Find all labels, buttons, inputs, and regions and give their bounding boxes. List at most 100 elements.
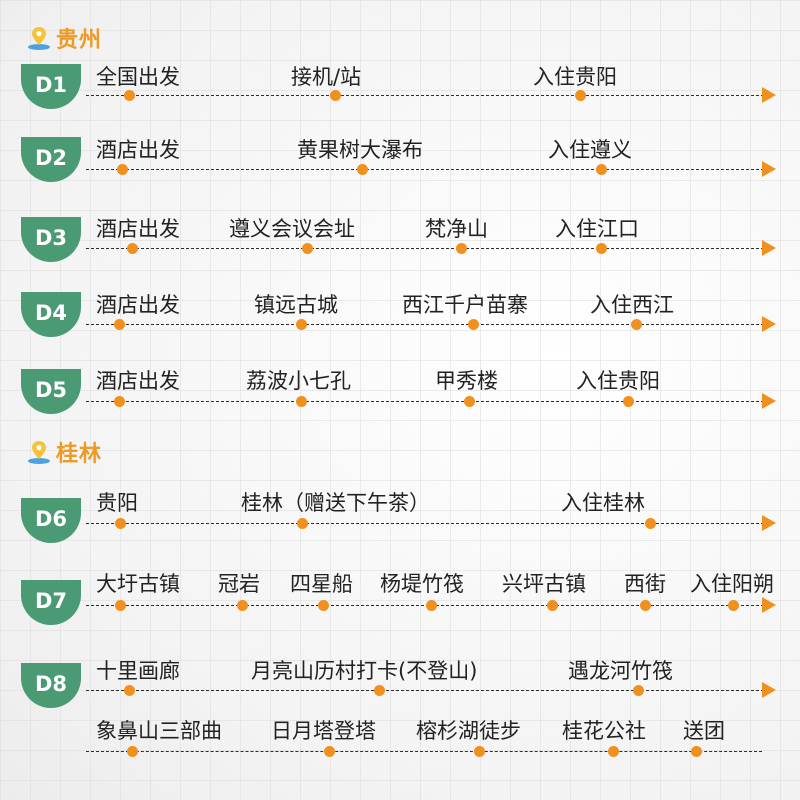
stop-label: 入住贵阳 (576, 369, 660, 393)
stop-dot (596, 164, 607, 175)
day-badge: D8 (21, 663, 81, 708)
stop-dot (623, 396, 634, 407)
dashed-route-line (86, 248, 764, 250)
region-label: 桂林 (56, 442, 103, 467)
stop-dot (728, 600, 739, 611)
dashed-route-line (86, 751, 762, 753)
stop-dot (631, 319, 642, 330)
stop-dot (114, 319, 125, 330)
stop-dot (237, 600, 248, 611)
stop-label: 十里画廊 (96, 659, 180, 683)
stop-dot (374, 685, 385, 696)
stop-dot (330, 90, 341, 101)
stop-dot (115, 600, 126, 611)
stop-dot (296, 319, 307, 330)
stop-dot (691, 746, 702, 757)
location-pin-icon (26, 25, 52, 51)
day-badge: D5 (21, 369, 81, 414)
region-header-guizhou: 贵州 (26, 22, 102, 54)
stop-dot (464, 396, 475, 407)
stop-label: 西街 (624, 572, 666, 596)
arrow-right-icon (762, 393, 776, 409)
stop-label: 酒店出发 (96, 293, 180, 317)
stop-dot (124, 90, 135, 101)
day-badge: D2 (21, 137, 81, 182)
stop-label: 送团 (683, 719, 725, 743)
dashed-route-line (86, 95, 764, 97)
arrow-right-icon (762, 597, 776, 613)
stop-dot (115, 518, 126, 529)
stop-dot (596, 243, 607, 254)
stop-label: 冠岩 (218, 572, 260, 596)
stop-dot (117, 164, 128, 175)
day-badge: D6 (21, 498, 81, 543)
region-header-guilin: 桂林 (26, 436, 102, 468)
stop-dot (575, 90, 586, 101)
stop-dot (114, 396, 125, 407)
stop-label: 遵义会议会址 (229, 217, 355, 241)
stop-label: 兴坪古镇 (502, 572, 586, 596)
stop-label: 桂花公社 (562, 719, 646, 743)
stop-dot (302, 243, 313, 254)
dashed-route-line (86, 690, 764, 692)
stop-dot (474, 746, 485, 757)
stop-dot (324, 746, 335, 757)
arrow-right-icon (762, 161, 776, 177)
stop-label: 四星船 (290, 572, 353, 596)
stop-label: 象鼻山三部曲 (96, 719, 222, 743)
stop-label: 接机/站 (291, 65, 362, 89)
stop-dot (456, 243, 467, 254)
stop-label: 入住遵义 (548, 138, 632, 162)
dashed-route-line (86, 169, 764, 171)
dashed-route-line (86, 605, 764, 607)
stop-label: 入住江口 (555, 217, 639, 241)
stop-dot (608, 746, 619, 757)
stop-dot (124, 685, 135, 696)
stop-label: 黄果树大瀑布 (297, 138, 423, 162)
stop-dot (357, 164, 368, 175)
stop-label: 入住西江 (590, 293, 674, 317)
dashed-route-line (86, 523, 764, 525)
day-badge: D7 (21, 580, 81, 625)
location-pin-icon (26, 439, 52, 465)
dashed-route-line (86, 324, 764, 326)
stop-label: 甲秀楼 (435, 369, 498, 393)
arrow-right-icon (762, 515, 776, 531)
stop-dot (318, 600, 329, 611)
stop-label: 酒店出发 (96, 369, 180, 393)
stop-label: 荔波小七孔 (246, 369, 351, 393)
dashed-route-line (86, 401, 764, 403)
day-badge: D1 (21, 64, 81, 109)
arrow-right-icon (762, 240, 776, 256)
stop-dot (127, 746, 138, 757)
day-badge: D3 (21, 217, 81, 262)
stop-label: 遇龙河竹筏 (568, 659, 673, 683)
stop-label: 日月塔登塔 (271, 719, 376, 743)
stop-dot (127, 243, 138, 254)
stop-label: 酒店出发 (96, 217, 180, 241)
stop-label: 梵净山 (425, 217, 488, 241)
stop-dot (645, 518, 656, 529)
arrow-right-icon (762, 682, 776, 698)
stop-label: 入住阳朔 (690, 572, 774, 596)
region-label: 贵州 (56, 28, 103, 53)
stop-dot (640, 600, 651, 611)
stop-label: 桂林（赠送下午茶） (241, 491, 430, 515)
stop-label: 月亮山历村打卡(不登山) (251, 659, 478, 683)
arrow-right-icon (762, 316, 776, 332)
stop-label: 镇远古城 (254, 293, 338, 317)
stop-label: 全国出发 (96, 65, 180, 89)
stop-dot (426, 600, 437, 611)
stop-label: 酒店出发 (96, 138, 180, 162)
stop-label: 大圩古镇 (96, 572, 180, 596)
stop-dot (468, 319, 479, 330)
stop-label: 入住贵阳 (533, 65, 617, 89)
stop-dot (633, 685, 644, 696)
stop-label: 杨堤竹筏 (380, 572, 464, 596)
stop-label: 入住桂林 (561, 491, 645, 515)
stop-dot (296, 396, 307, 407)
stop-dot (547, 600, 558, 611)
stop-label: 榕杉湖徒步 (416, 719, 521, 743)
day-badge: D4 (21, 292, 81, 337)
stop-label: 西江千户苗寨 (402, 293, 528, 317)
